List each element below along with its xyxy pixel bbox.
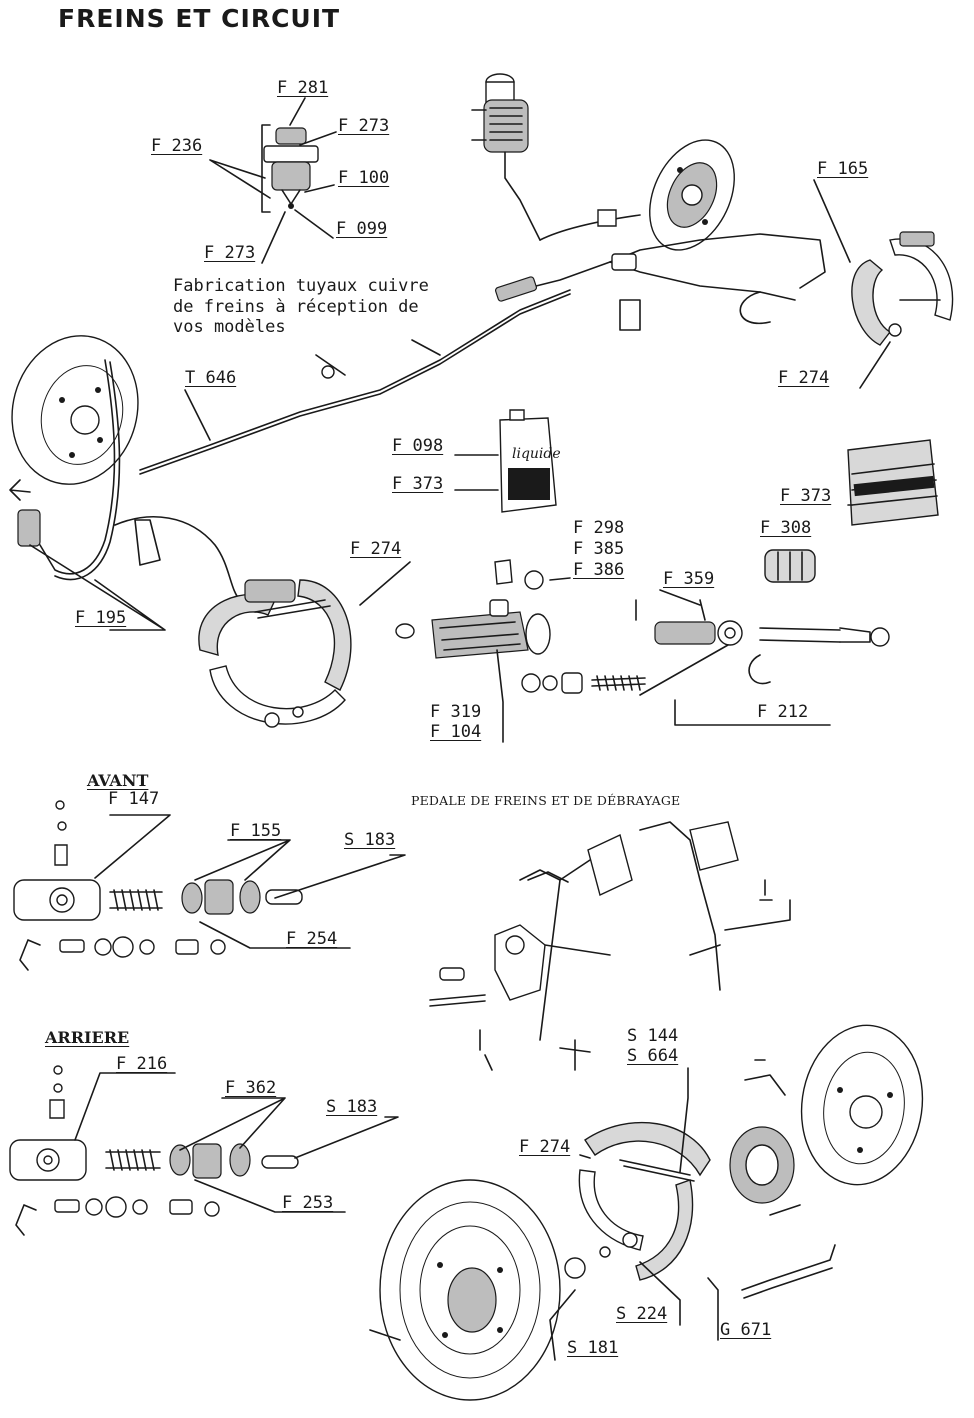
part-label: S 181 bbox=[567, 1338, 619, 1358]
leader-lines bbox=[30, 98, 890, 1360]
part-label: F 273 bbox=[204, 243, 256, 263]
part-label: S 183 bbox=[344, 830, 396, 850]
section-pedal: PEDALE DE FREINS ET DE DÉBRAYAGE bbox=[411, 793, 681, 808]
shoe-assembly-left bbox=[199, 580, 351, 727]
part-label: F 195 bbox=[75, 608, 127, 628]
part-label: G 671 bbox=[720, 1320, 772, 1340]
rear-shoes bbox=[565, 1123, 710, 1280]
part-label: F 359 bbox=[663, 569, 715, 589]
part-label: F 281 bbox=[277, 78, 329, 98]
part-label: F 216 bbox=[116, 1054, 168, 1074]
part-label: F 373 bbox=[780, 486, 832, 506]
master-cylinder-parts bbox=[396, 550, 889, 693]
part-label: F 100 bbox=[338, 168, 390, 188]
fluid-can: liquide bbox=[500, 410, 561, 512]
front-backplate bbox=[633, 126, 751, 263]
part-label: F 308 bbox=[760, 518, 812, 538]
part-label: F 298 bbox=[573, 518, 625, 538]
part-label: F 362 bbox=[225, 1078, 277, 1098]
front-shoes-right bbox=[852, 232, 953, 345]
part-label: F 319 bbox=[430, 702, 482, 722]
page-title: FREINS ET CIRCUIT bbox=[58, 4, 341, 33]
part-label: F 147 bbox=[108, 789, 160, 809]
part-label: F 273 bbox=[338, 116, 390, 136]
fluid-reservoir bbox=[472, 74, 540, 240]
part-label: F 236 bbox=[151, 136, 203, 156]
rear-backplate-left bbox=[0, 322, 154, 499]
part-label: F 099 bbox=[336, 219, 388, 239]
copper-pipe-note: Fabrication tuyaux cuivre de freins à ré… bbox=[173, 276, 429, 337]
part-label: F 254 bbox=[286, 929, 338, 949]
rear-backplate-right bbox=[730, 1017, 933, 1298]
part-label: F 098 bbox=[392, 436, 444, 456]
flexible-hose bbox=[10, 355, 345, 600]
rear-drum bbox=[370, 1180, 560, 1400]
part-label: F 274 bbox=[778, 368, 830, 388]
part-label: F 104 bbox=[430, 722, 482, 742]
part-label: F 385 bbox=[573, 539, 625, 559]
part-label: T 646 bbox=[185, 368, 237, 388]
brake-pipes bbox=[140, 210, 825, 474]
part-label: S 183 bbox=[326, 1097, 378, 1117]
pedal-assembly bbox=[430, 822, 790, 1070]
part-label: F 155 bbox=[230, 821, 282, 841]
part-label: F 212 bbox=[757, 702, 809, 722]
part-label: S 224 bbox=[616, 1304, 668, 1324]
wipes-box bbox=[848, 440, 938, 525]
valve-assembly bbox=[262, 125, 318, 212]
rear-wheel-cylinder bbox=[10, 1066, 298, 1235]
part-label: S 144 bbox=[627, 1026, 679, 1046]
can-label: liquide bbox=[512, 446, 561, 462]
part-label: F 274 bbox=[350, 539, 402, 559]
section-arriere: ARRIERE bbox=[45, 1028, 130, 1047]
part-label: F 274 bbox=[519, 1137, 571, 1157]
part-label: F 386 bbox=[573, 560, 625, 580]
part-label: F 373 bbox=[392, 474, 444, 494]
section-avant: AVANT bbox=[87, 771, 149, 790]
part-label: S 664 bbox=[627, 1046, 679, 1066]
part-label: F 253 bbox=[282, 1193, 334, 1213]
front-wheel-cylinder bbox=[14, 801, 302, 970]
part-label: F 165 bbox=[817, 159, 869, 179]
